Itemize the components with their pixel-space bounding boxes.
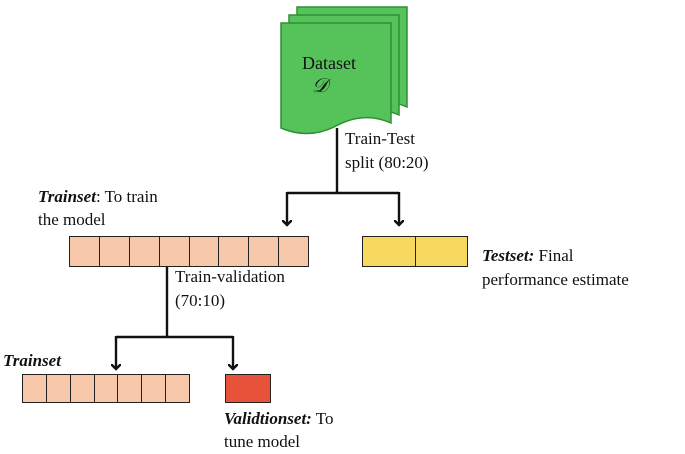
train-test-split-label-line1: Train-Test: [345, 129, 415, 148]
dataset-sheet-front: [280, 22, 392, 135]
validationset-block: [225, 374, 271, 403]
trainset-title: Trainset: [38, 187, 96, 206]
trainset-2-block: [22, 374, 190, 403]
testset-block: [362, 236, 468, 267]
validationset-desc-line2: tune model: [224, 432, 301, 451]
data-cell: [225, 374, 271, 403]
train-validation-split-connector: [116, 267, 233, 369]
train-validation-split-label-line2: (70:10): [175, 291, 226, 310]
trainset-block: [69, 236, 309, 267]
data-cell: [98, 236, 130, 267]
validationset-title: Validtionset:: [224, 409, 312, 428]
data-cell: [165, 374, 190, 403]
data-cell: [45, 374, 71, 403]
validationset-desc-line1: To: [311, 409, 334, 428]
data-cell: [128, 236, 160, 267]
data-cell: [362, 236, 416, 267]
trainset-2-title: Trainset: [3, 351, 61, 370]
trainset-desc-line1: : To train: [95, 187, 158, 206]
data-cell: [69, 236, 100, 267]
data-cell: [69, 374, 95, 403]
data-cell: [22, 374, 47, 403]
data-cell: [93, 374, 119, 403]
testset-desc-line2: performance estimate: [482, 270, 629, 289]
train-test-split-connector: [287, 128, 399, 225]
data-cell: [188, 236, 220, 267]
trainset-label: Trainset: To train: [38, 186, 158, 207]
dataset-document-icon: [280, 6, 408, 135]
data-cell: [117, 374, 143, 403]
dataset-label: Dataset: [302, 53, 356, 73]
trainset-desc-line2: the model: [38, 210, 106, 229]
testset-desc-line1: Final: [534, 246, 574, 265]
testset-label: Testset: Final: [482, 245, 573, 266]
data-cell: [278, 236, 309, 267]
train-test-split-label-line2: split (80:20): [345, 153, 429, 172]
data-cell: [248, 236, 280, 267]
data-cell: [158, 236, 190, 267]
testset-title: Testset:: [482, 246, 535, 265]
data-cell: [141, 374, 167, 403]
data-cell: [218, 236, 250, 267]
data-cell: [414, 236, 468, 267]
train-validation-split-label-line1: Train-validation: [175, 267, 285, 286]
dataset-symbol: 𝒟: [312, 75, 328, 97]
validationset-label: Validtionset: To: [224, 408, 334, 429]
